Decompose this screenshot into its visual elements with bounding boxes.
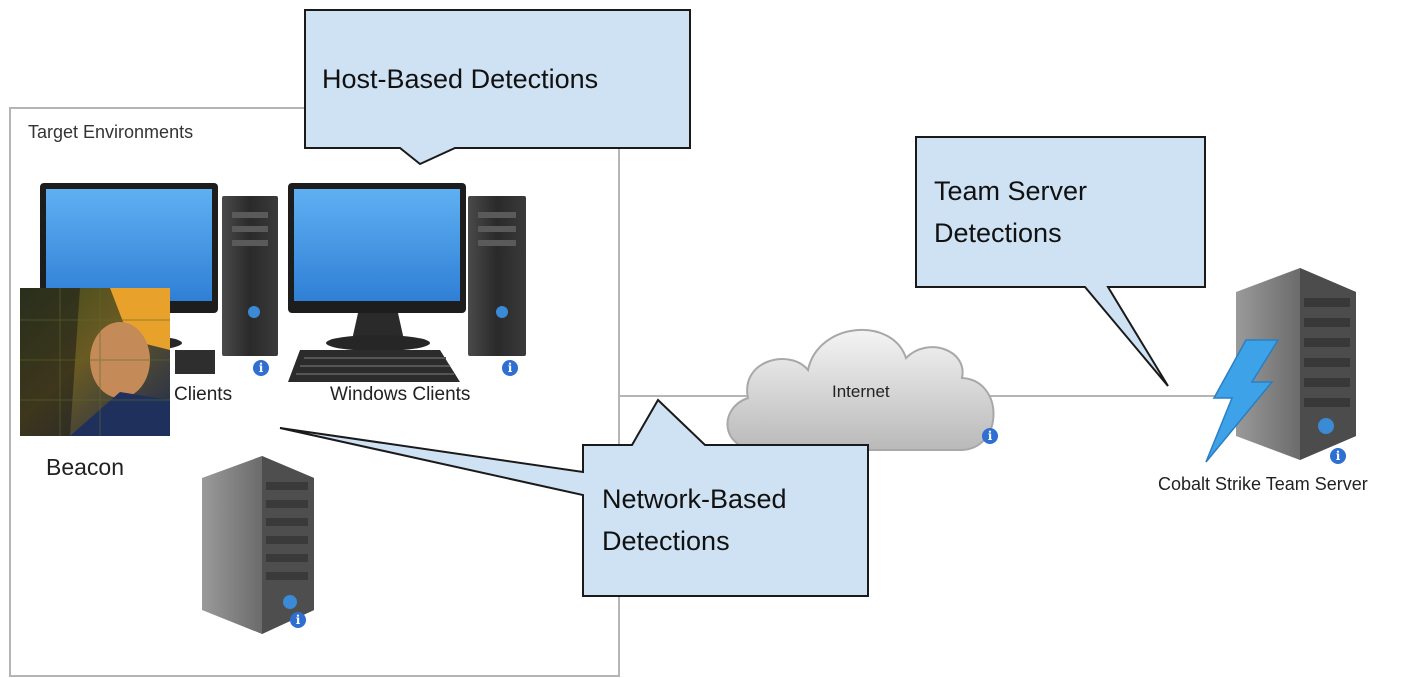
team-server (1205, 268, 1356, 463)
beacon-label: Beacon (46, 454, 125, 480)
info-icon[interactable]: i (253, 360, 269, 376)
info-icon[interactable]: i (1330, 448, 1346, 464)
team-server-line-2: Detections (934, 218, 1062, 248)
team-server-line-1: Team Server (934, 176, 1088, 206)
network-based-line-1: Network-Based (602, 484, 787, 514)
target-environments-title: Target Environments (28, 122, 194, 142)
team-server-callout (915, 136, 1206, 387)
info-icon[interactable]: i (290, 612, 306, 628)
network-based-callout-text: Network-Based Detections (602, 478, 787, 562)
internet-label: Internet (832, 382, 890, 401)
tower-pc-icon (222, 196, 278, 356)
tower-pc-icon (468, 196, 526, 356)
host-based-callout-text: Host-Based Detections (322, 58, 598, 100)
internal-server (202, 456, 314, 634)
info-icon[interactable]: i (502, 360, 518, 376)
windows-client-pc (288, 183, 526, 382)
team-server-callout-text: Team Server Detections (934, 170, 1087, 254)
cloud-icon (726, 328, 995, 451)
clients-label: Clients (174, 384, 233, 405)
network-based-callout (279, 398, 869, 597)
info-icon[interactable]: i (982, 428, 998, 444)
windows-clients-label: Windows Clients (330, 384, 471, 405)
beacon-avatar (20, 288, 170, 436)
network-based-line-2: Detections (602, 526, 730, 556)
host-based-callout (304, 9, 691, 166)
team-server-label: Cobalt Strike Team Server (1158, 474, 1368, 494)
host-based-line-1: Host-Based Detections (322, 64, 599, 94)
lightning-icon (1205, 339, 1280, 463)
